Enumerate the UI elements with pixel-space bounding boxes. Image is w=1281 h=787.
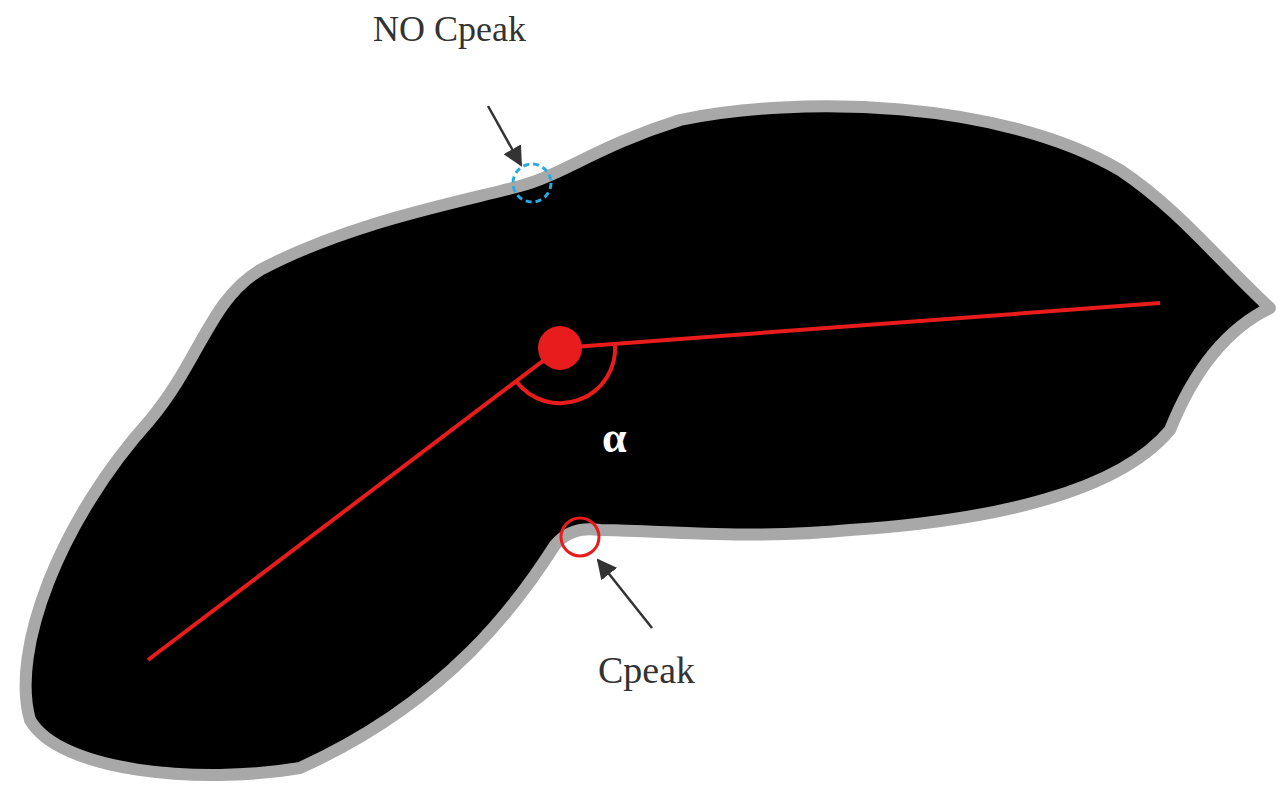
leader-arrow (598, 560, 652, 628)
center-dot (538, 326, 582, 370)
angle-symbol: α (602, 414, 627, 462)
callout-label: NO Cpeak (373, 10, 526, 50)
axis-line (148, 348, 560, 660)
axis-line (560, 303, 1160, 348)
no-peak-marker (513, 164, 551, 202)
leader-arrow (488, 106, 521, 165)
peak-marker (561, 518, 599, 556)
particle-shape (26, 106, 1270, 775)
callout-label: Cpeak (598, 650, 695, 692)
